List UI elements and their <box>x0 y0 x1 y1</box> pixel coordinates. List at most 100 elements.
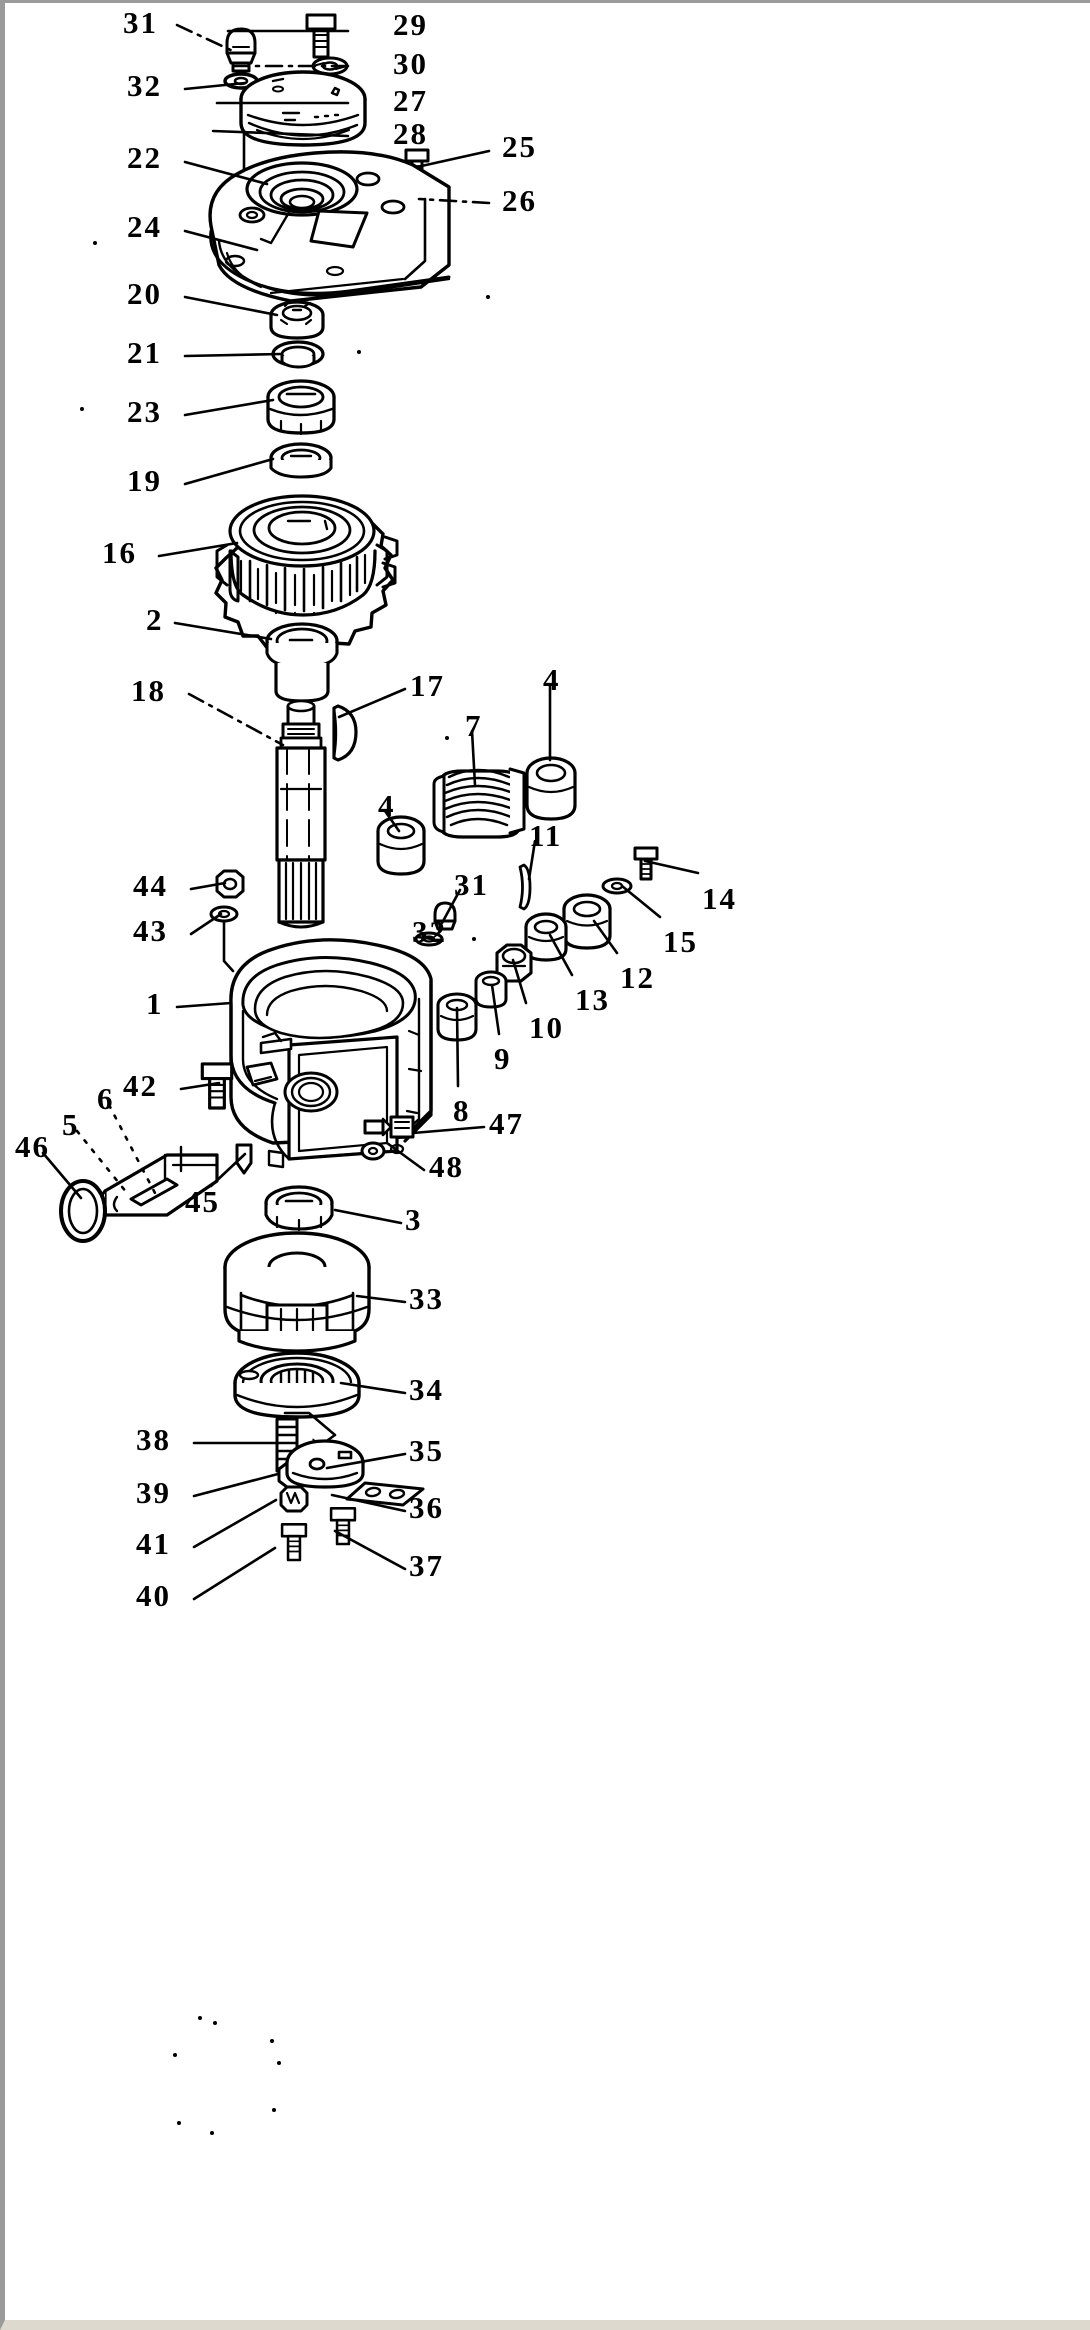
leader-line-19 <box>183 457 275 486</box>
leader-line-46 <box>41 1151 83 1200</box>
callout-number-16: 16 <box>102 535 137 570</box>
part-4-bushing-right <box>525 756 577 821</box>
leader-line-13 <box>548 933 574 977</box>
part-20-hub <box>269 300 325 340</box>
leader-line-25 <box>415 149 491 169</box>
leader-line-1 <box>175 1001 233 1009</box>
callout-number-10: 10 <box>529 1010 564 1045</box>
callout-number-21: 21 <box>127 335 162 370</box>
callout-number-30: 30 <box>393 46 428 81</box>
callout-number-40: 40 <box>136 1578 171 1613</box>
leader-line-48 <box>385 1141 426 1172</box>
scan-speck <box>472 937 476 941</box>
callout-number-7: 7 <box>465 708 483 743</box>
leader-line-36 <box>330 1493 407 1513</box>
leader-line-11 <box>527 839 537 881</box>
scan-speck <box>173 2053 177 2057</box>
leader-line-41 <box>192 1498 278 1549</box>
part-33-drum <box>223 1231 371 1353</box>
callout-number-14: 14 <box>702 881 737 916</box>
callout-number-37: 37 <box>409 1548 444 1583</box>
scan-speck <box>213 2021 217 2025</box>
callout-number-31: 31 <box>454 867 489 902</box>
callout-number-42: 42 <box>123 1068 158 1103</box>
leader-line-47 <box>411 1125 486 1135</box>
callout-number-9: 9 <box>494 1041 512 1076</box>
part-47-bolt <box>363 1115 415 1139</box>
callout-number-2: 2 <box>146 602 164 637</box>
part-13-bearing <box>524 912 568 962</box>
leader-line-31 <box>440 888 462 925</box>
scan-speck <box>270 2039 274 2043</box>
leader-line-4 <box>383 809 401 833</box>
callout-number-1: 1 <box>146 986 164 1021</box>
callout-number-48: 48 <box>429 1149 464 1184</box>
leader-line-20 <box>183 295 279 317</box>
leader-line-6 <box>107 1103 157 1195</box>
callout-number-11: 11 <box>529 818 563 853</box>
part-34-disc <box>233 1351 361 1419</box>
part-22-24-upper-cover <box>208 150 451 303</box>
part-29-bolt <box>305 13 337 59</box>
part-41-nut <box>279 1485 309 1513</box>
part-15-washer <box>601 877 633 895</box>
callout-number-44: 44 <box>133 868 168 903</box>
leader-line-5 <box>75 1129 129 1195</box>
scan-speck <box>445 736 449 740</box>
callout-number-23: 23 <box>127 394 162 429</box>
callout-number-25: 25 <box>502 129 537 164</box>
leader-line-16 <box>157 541 239 558</box>
part-46-oring <box>59 1179 107 1243</box>
callout-number-4: 4 <box>543 662 561 697</box>
callout-number-3: 3 <box>405 1202 423 1237</box>
leader-line-34 <box>339 1381 407 1395</box>
leader-line-35 <box>325 1452 407 1470</box>
callout-number-4: 4 <box>378 788 396 823</box>
callout-number-24: 24 <box>127 209 162 244</box>
callout-number-32: 32 <box>412 914 447 949</box>
scan-speck <box>272 2108 276 2112</box>
leader-line-23 <box>183 398 275 417</box>
leader-line-31 <box>175 23 239 55</box>
callout-number-5: 5 <box>62 1107 80 1142</box>
leader-line-18 <box>187 692 285 747</box>
leader-line-32 <box>183 81 247 91</box>
callout-number-26: 26 <box>502 183 537 218</box>
leader-line-44 <box>189 881 227 891</box>
part-40-bolt <box>280 1523 308 1562</box>
callout-number-27: 27 <box>393 83 428 118</box>
part-21-snapring <box>271 340 325 369</box>
callout-number-19: 19 <box>127 463 162 498</box>
leader-line-21 <box>183 352 283 358</box>
leader-lines <box>41 23 700 1601</box>
leader-line-7 <box>470 729 477 787</box>
callout-number-29: 29 <box>393 7 428 42</box>
part-9-spacer <box>474 970 508 1009</box>
callout-number-12: 12 <box>620 960 655 995</box>
leader-line-15 <box>620 884 662 919</box>
leader-line-37 <box>333 1529 407 1571</box>
leader-line-9 <box>490 983 501 1036</box>
exploded-assembly-illustration <box>41 13 700 1601</box>
leader-line-33 <box>355 1294 407 1304</box>
callout-number-17: 17 <box>410 668 445 703</box>
part-48-washer <box>360 1141 386 1161</box>
callout-number-31: 31 <box>123 5 158 40</box>
part-12-bearing-cup <box>562 893 612 950</box>
scan-speck <box>357 350 361 354</box>
callout-number-20: 20 <box>127 276 162 311</box>
part-19-thrust-washer <box>269 442 333 479</box>
callout-number-32: 32 <box>127 68 162 103</box>
callout-number-39: 39 <box>136 1475 171 1510</box>
leader-line-14 <box>643 859 700 875</box>
scan-speck <box>80 407 84 411</box>
part-35-cam-plate <box>285 1439 365 1489</box>
leader-line-17 <box>337 687 407 719</box>
leader-line-40 <box>192 1546 277 1601</box>
part-16-sprocket <box>214 494 399 657</box>
part-2-collar <box>265 622 339 703</box>
callout-number-22: 22 <box>127 140 162 175</box>
callout-number-28: 28 <box>393 116 428 151</box>
part-3-bearing <box>264 1185 334 1232</box>
